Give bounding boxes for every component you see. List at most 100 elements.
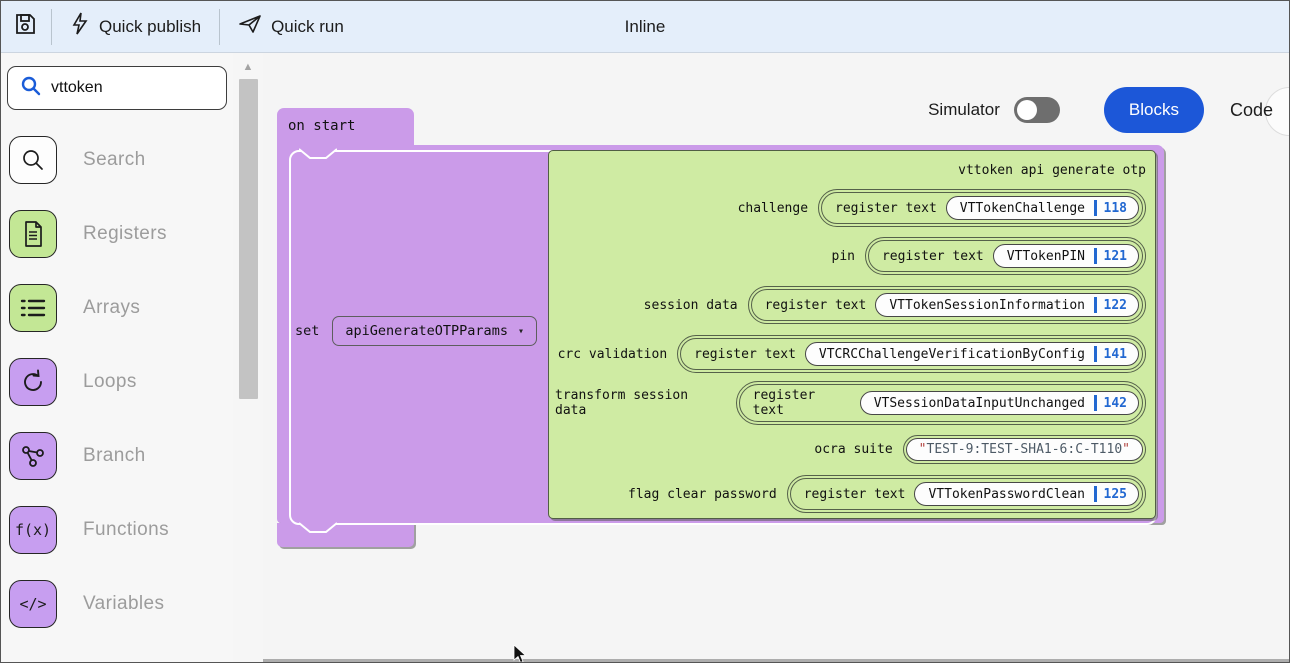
simulator-toggle[interactable] xyxy=(1013,97,1060,123)
register-text-label: register text xyxy=(764,297,867,313)
string-field[interactable]: "TEST-9:TEST-SHA1-6:C-T110" xyxy=(905,437,1143,461)
scrollbar-thumb[interactable] xyxy=(238,79,258,399)
set-label: set xyxy=(295,323,320,339)
sidebar-item-label: Registers xyxy=(83,223,167,244)
view-controls: Simulator Blocks Code xyxy=(928,87,1273,133)
register-field[interactable]: VTTokenChallenge 118 xyxy=(945,196,1139,220)
function-icon: f(x) xyxy=(9,506,57,554)
register-number: 142 xyxy=(1103,395,1127,411)
param-label: session data xyxy=(643,297,738,313)
set-variable-block[interactable]: set apiGenerateOTPParams ▾ to xyxy=(295,316,566,346)
topbar-divider xyxy=(219,8,221,45)
field-separator xyxy=(1094,486,1097,502)
value-socket: register text VTTokenChallenge 118 xyxy=(818,189,1146,227)
workspace-canvas[interactable]: Simulator Blocks Code on start xyxy=(263,53,1289,662)
vttoken-otp-block[interactable]: vttoken api generate otp challenge regis… xyxy=(548,150,1156,519)
save-button[interactable] xyxy=(1,1,51,52)
sidebar-item-branch[interactable]: Branch xyxy=(1,419,233,493)
register-text-block[interactable]: register text VTTokenPIN 121 xyxy=(867,240,1143,272)
quick-run-button[interactable]: Quick run xyxy=(220,1,362,52)
register-field[interactable]: VTTokenPasswordClean 125 xyxy=(914,482,1139,506)
top-notch xyxy=(299,148,337,159)
bottom-notch xyxy=(299,522,337,533)
register-text-label: register text xyxy=(752,388,816,418)
search-icon xyxy=(20,75,41,101)
horizontal-scrollbar[interactable] xyxy=(263,659,1289,662)
register-number: 118 xyxy=(1103,200,1127,216)
save-icon xyxy=(13,12,37,41)
register-number: 121 xyxy=(1103,248,1127,264)
branch-icon xyxy=(9,432,57,480)
register-text-block[interactable]: register text VTSessionDataInputUnchange… xyxy=(738,384,1143,422)
register-field[interactable]: VTTokenPIN 121 xyxy=(992,244,1139,268)
on-start-block[interactable]: on start xyxy=(277,108,414,146)
field-separator xyxy=(1094,200,1097,216)
scroll-up-arrow[interactable]: ▲ xyxy=(242,61,254,73)
quick-run-label: Quick run xyxy=(271,16,344,36)
close-quote: " xyxy=(1122,441,1130,457)
value-socket: register text VTCRCChallengeVerification… xyxy=(677,335,1146,373)
field-separator xyxy=(1094,395,1097,411)
page-title: Inline xyxy=(624,16,666,36)
loop-icon xyxy=(9,358,57,406)
sidebar-item-label: Variables xyxy=(83,593,165,614)
value-socket: "TEST-9:TEST-SHA1-6:C-T110" xyxy=(902,434,1146,464)
toolbox-search[interactable] xyxy=(7,66,227,110)
register-text-label: register text xyxy=(881,248,984,264)
string-value: TEST-9:TEST-SHA1-6:C-T110 xyxy=(926,441,1123,457)
sidebar-item-search[interactable]: Search xyxy=(1,123,233,197)
sidebar-item-label: Arrays xyxy=(83,297,141,318)
lightning-icon xyxy=(70,12,90,41)
sidebar-item-functions[interactable]: f(x) Functions xyxy=(1,493,233,567)
param-row-crc-validation: crc validation register text VTCRCChalle… xyxy=(555,330,1146,378)
register-text-block[interactable]: register text VTCRCChallengeVerification… xyxy=(680,338,1143,370)
otp-block-title: vttoken api generate otp xyxy=(958,162,1146,178)
register-name: VTCRCChallengeVerificationByConfig xyxy=(818,346,1086,362)
register-name: VTTokenChallenge xyxy=(959,200,1086,216)
sidebar-item-loops[interactable]: Loops xyxy=(1,345,233,419)
code-brackets-icon: </> xyxy=(9,580,57,628)
register-field[interactable]: VTSessionDataInputUnchanged 142 xyxy=(859,391,1139,415)
param-label: pin xyxy=(831,248,855,264)
register-field[interactable]: VTCRCChallengeVerificationByConfig 141 xyxy=(804,342,1139,366)
register-name: VTSessionDataInputUnchanged xyxy=(873,395,1086,411)
quick-publish-label: Quick publish xyxy=(99,16,202,36)
param-row-pin: pin register text VTTokenPIN 121 xyxy=(555,232,1146,280)
sidebar-item-registers[interactable]: Registers xyxy=(1,197,233,271)
register-name: VTTokenPIN xyxy=(1006,248,1086,264)
field-separator xyxy=(1094,248,1097,264)
send-icon xyxy=(238,13,262,40)
toolbox-scrollbar[interactable]: ▲ xyxy=(233,53,263,662)
blocks-tab-button[interactable]: Blocks xyxy=(1103,87,1204,133)
open-quote: " xyxy=(918,441,927,457)
register-field[interactable]: VTTokenSessionInformation 122 xyxy=(875,293,1139,317)
toggle-knob xyxy=(1016,100,1037,120)
register-text-label: register text xyxy=(803,486,906,502)
chevron-down-icon: ▾ xyxy=(517,325,524,337)
param-row-session-data: session data register text VTTokenSessio… xyxy=(555,280,1146,330)
toolbox-sidebar: Search Registers xyxy=(1,53,233,662)
param-label: transform session data xyxy=(555,388,689,418)
variable-dropdown[interactable]: apiGenerateOTPParams ▾ xyxy=(332,316,537,346)
register-number: 141 xyxy=(1103,346,1127,362)
param-row-flag-clear-password: flag clear password register text VTToke… xyxy=(555,470,1146,518)
register-text-block[interactable]: register text VTTokenPasswordClean 125 xyxy=(789,478,1143,510)
mouse-cursor xyxy=(513,645,527,662)
param-label: crc validation xyxy=(557,346,668,362)
quick-publish-button[interactable]: Quick publish xyxy=(52,1,219,52)
on-start-block-footer[interactable] xyxy=(277,523,414,547)
sidebar-item-variables[interactable]: </> Variables xyxy=(1,567,233,641)
register-name: VTTokenSessionInformation xyxy=(889,297,1086,313)
search-input[interactable] xyxy=(51,79,201,97)
topbar-divider xyxy=(51,8,52,45)
code-tab-button[interactable]: Code xyxy=(1229,99,1273,120)
register-text-block[interactable]: register text VTTokenChallenge 118 xyxy=(821,192,1143,224)
register-name: VTTokenPasswordClean xyxy=(928,486,1086,502)
register-text-label: register text xyxy=(694,346,796,362)
value-socket: register text VTTokenPIN 121 xyxy=(864,237,1146,275)
register-text-block[interactable]: register text VTTokenSessionInformation … xyxy=(750,289,1143,321)
sidebar-item-arrays[interactable]: Arrays xyxy=(1,271,233,345)
register-number: 125 xyxy=(1103,486,1127,502)
list-icon xyxy=(9,284,57,332)
